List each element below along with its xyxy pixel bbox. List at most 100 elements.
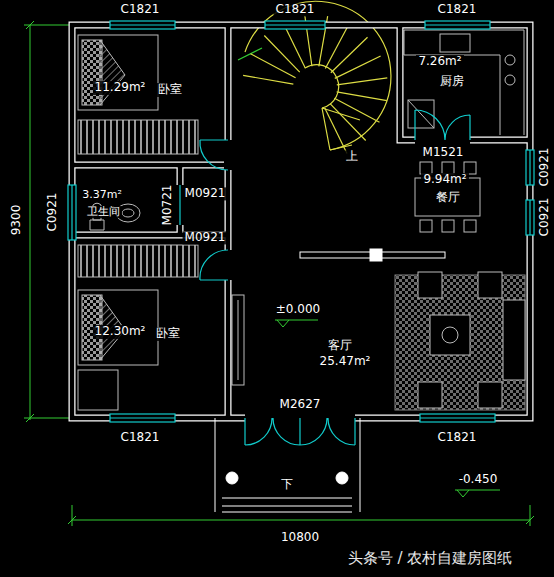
porch <box>215 418 360 512</box>
dimension-line <box>68 505 534 526</box>
room-label: 厨房 <box>438 75 466 88</box>
furniture <box>78 30 525 410</box>
window <box>529 150 530 185</box>
furniture <box>78 245 198 277</box>
window <box>68 185 76 240</box>
spiral-stair <box>305 65 339 108</box>
spiral-stair <box>337 92 387 101</box>
furniture <box>442 220 454 232</box>
furniture <box>505 55 515 65</box>
room-label: 25.47m² <box>318 355 373 368</box>
door <box>415 110 470 140</box>
room-area: 12.30m²卧室 <box>74 240 226 416</box>
furniture <box>464 162 476 174</box>
spiral-stair <box>325 24 349 69</box>
door <box>179 185 180 225</box>
spiral-stair <box>243 75 293 84</box>
spiral-stair <box>325 108 347 154</box>
level-mark <box>275 320 500 497</box>
door <box>245 418 355 445</box>
door-code: M0921 <box>183 231 228 244</box>
door <box>200 140 228 170</box>
window <box>110 24 175 25</box>
window-code: C1821 <box>274 3 317 16</box>
floor-level: ±0.000 <box>274 303 322 316</box>
furniture <box>503 300 525 380</box>
furniture <box>395 275 525 410</box>
window-code: C0921 <box>46 191 59 234</box>
room-label: 餐厅 <box>434 191 462 204</box>
window-code: C1821 <box>436 3 479 16</box>
window <box>420 414 495 422</box>
door <box>415 136 470 144</box>
window <box>420 417 495 418</box>
porch <box>215 418 360 512</box>
furniture <box>78 290 158 365</box>
furniture <box>232 295 244 385</box>
room-label: 卫生间 <box>85 206 122 218</box>
window <box>110 417 175 418</box>
dimension-line <box>24 21 534 526</box>
room-area: 11.29m²卧室 <box>74 27 226 160</box>
spiral-stair <box>264 35 299 72</box>
window <box>425 24 490 25</box>
room-label: 卧室 <box>156 83 184 96</box>
window-code: C1821 <box>436 431 479 444</box>
window <box>71 185 72 240</box>
furniture <box>442 327 458 343</box>
spiral-stair <box>251 54 296 78</box>
window-code: C0921 <box>538 196 551 239</box>
window <box>265 21 325 29</box>
furniture <box>82 40 102 105</box>
furniture <box>418 382 442 408</box>
furniture <box>238 300 239 380</box>
furniture <box>464 220 476 232</box>
beam <box>370 249 382 261</box>
window <box>425 21 490 29</box>
dimension-value: 10800 <box>279 531 321 544</box>
furniture <box>430 315 470 355</box>
wall <box>72 25 530 418</box>
room-label: 12.30m² <box>93 325 148 338</box>
porch <box>336 472 348 484</box>
furniture <box>100 40 125 105</box>
window <box>529 200 530 235</box>
window <box>526 150 534 185</box>
spiral-stair <box>337 78 388 85</box>
window-code: C1821 <box>119 3 162 16</box>
furniture <box>420 162 432 174</box>
furniture <box>78 35 158 110</box>
furniture <box>440 34 470 52</box>
floor-level: -0.450 <box>457 473 500 486</box>
porch <box>226 472 238 484</box>
window <box>110 21 175 29</box>
door <box>176 110 470 445</box>
door <box>200 250 228 280</box>
room-label: 3.37m² <box>80 189 124 201</box>
room-area: 9.94m²餐厅 <box>402 150 526 248</box>
dimension-value: 9300 <box>10 203 23 238</box>
spiral-stair <box>335 56 381 78</box>
watermark: 头条号 / 农村自建房图纸 <box>346 550 515 567</box>
beam <box>300 249 445 261</box>
door-code: M0721 <box>161 183 174 228</box>
furniture <box>122 209 134 217</box>
door <box>224 250 232 280</box>
stair-direction: 上 <box>344 150 360 163</box>
spiral-stair <box>334 98 379 122</box>
furniture <box>420 220 432 232</box>
stair-direction: 下 <box>279 478 295 491</box>
room-area: 7.26m² 厨房 <box>402 27 528 136</box>
room-label: 客厅 <box>326 339 354 352</box>
furniture <box>478 382 502 408</box>
room-area: 客厅 25.47m² <box>230 262 390 414</box>
furniture <box>78 370 118 410</box>
level-mark <box>455 490 500 497</box>
furniture <box>78 120 198 154</box>
wall <box>72 25 530 418</box>
door-code: M2627 <box>278 398 323 411</box>
door-code: M1521 <box>421 146 466 159</box>
room-label: 7.26m² <box>416 55 463 68</box>
